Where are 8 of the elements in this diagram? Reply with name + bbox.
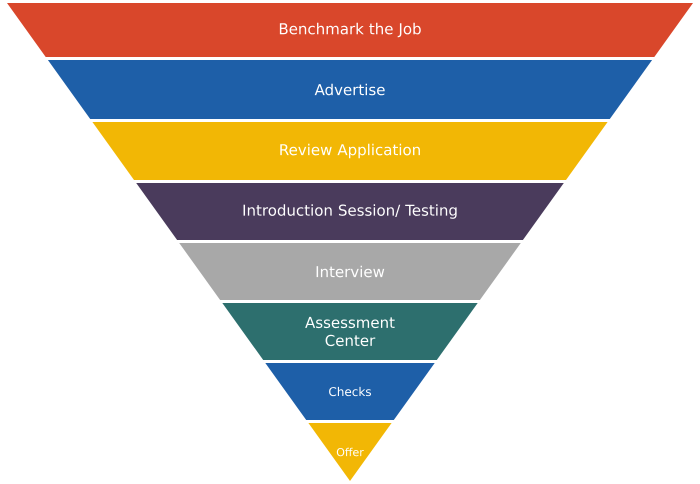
funnel-band: Introduction Session/ Testing — [136, 183, 564, 240]
funnel-band: Interview — [179, 243, 521, 300]
funnel-band: Review Application — [92, 122, 608, 180]
funnel-band: Checks — [265, 363, 435, 420]
funnel-band: Benchmark the Job — [7, 3, 693, 57]
funnel-band: Offer — [308, 423, 392, 481]
funnel-band: Advertise — [48, 60, 652, 119]
funnel-band: Assessment Center — [222, 303, 478, 360]
